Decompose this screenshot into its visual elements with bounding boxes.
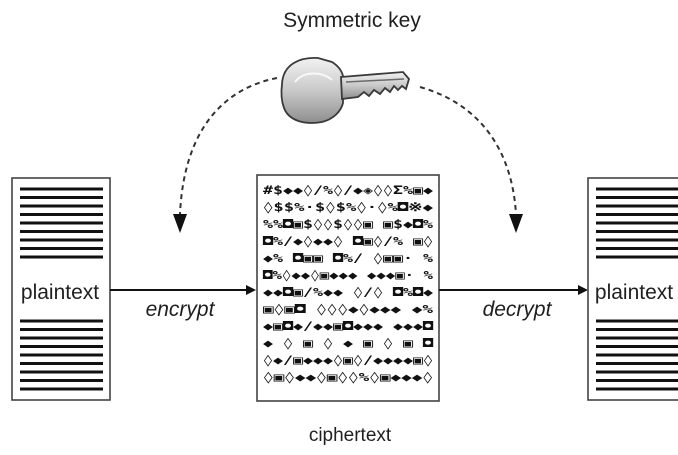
scrambled-row: ◆ ◊ ▣ ◊ ◆ ▣ ◊ ▣ ◘: [263, 336, 435, 350]
scrambled-row: ▣◊▣◘ ◊◊◊◆◊◆◆◆ ◆%: [263, 302, 433, 316]
plaintext-document-left: plaintext: [11, 177, 111, 401]
key-to-encrypt-arrowhead: [173, 214, 187, 233]
ciphertext-label: ciphertext: [309, 425, 392, 446]
decrypt-label: decrypt: [483, 298, 553, 321]
plaintext-right-label: plaintext: [595, 281, 673, 304]
scrambled-row: #$◆◆◊/%◊/◆◈◊◊Σ%▣◆: [263, 183, 433, 197]
scrambled-text-icon: #$◆◆◊/%◊/◆◈◊◊Σ%▣◆ ◊$$%·$◊$%◊·◊%◘※◆ %%◘▣$◊◊…: [262, 183, 435, 384]
document-lines-icon: [596, 187, 678, 391]
scrambled-row: ◊▣◊◆◆◊▣◊◊%◊▣◆◆◆◊: [263, 370, 433, 384]
key-to-encrypt-arc: [179, 77, 278, 215]
scrambled-row: ◘%◊◆◆◊▣◆◆◆ ◆◆◆▣· %: [262, 268, 433, 282]
scrambled-row: ◆% ◘▣▣ ◘%/ ◊▣▣· %: [263, 251, 433, 265]
key-icon: [280, 57, 411, 124]
scrambled-row: ◆▣◘◆/◆◆▣◘◆◆◆ ◆◆◆◘: [263, 319, 435, 333]
plaintext-left-label: plaintext: [21, 281, 99, 304]
plaintext-document-right: plaintext: [587, 177, 678, 401]
scrambled-row: ◆◆◘▣/%◆◆ ◊/◊ ◘%◘◆: [263, 285, 433, 299]
key-to-decrypt-arrowhead: [509, 214, 523, 233]
key-to-decrypt-arc: [419, 86, 517, 215]
scrambled-row: ◘%/◆◊◆◆◊ ◘▣◊/% ▣◊: [262, 234, 434, 248]
scrambled-row: %%◘▣$◊◊$◊◊▣ ▣$◆◘%: [263, 217, 433, 231]
scrambled-row: ◊◆/▣◆◆◆◊▣◊/◆◆◆◆▣◊: [263, 353, 433, 367]
scrambled-row: ◊$$%·$◊$%◊·◊%◘※◆: [263, 200, 433, 214]
document-lines-icon: [20, 187, 103, 391]
encrypt-label: encrypt: [146, 298, 216, 321]
ciphertext-block: #$◆◆◊/%◊/◆◈◊◊Σ%▣◆ ◊$$%·$◊$%◊·◊%◘※◆ %%◘▣$◊◊…: [256, 174, 440, 402]
key-label: Symmetric key: [283, 9, 421, 32]
